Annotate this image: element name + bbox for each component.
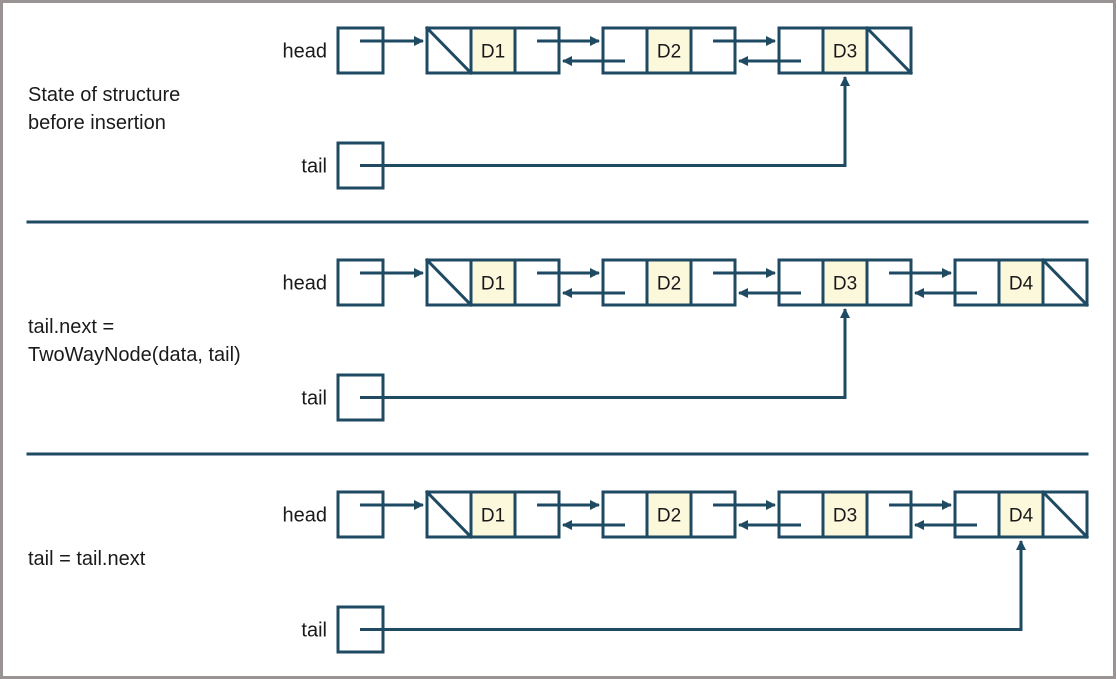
node-prev-cell (777, 258, 825, 307)
node-next-cell (513, 258, 561, 307)
node-prev-cell (601, 490, 649, 539)
head-label: head (283, 505, 328, 527)
node-prev-cell (601, 26, 649, 75)
node-d2: D2 (601, 258, 737, 307)
node-data-cell (645, 258, 693, 307)
node-data-cell (645, 26, 693, 75)
node-data-label: D4 (1009, 506, 1034, 527)
null-next-slash (864, 25, 914, 76)
tail-pointer-arrow (360, 76, 850, 167)
tail-pointer-arrow (360, 540, 1026, 631)
node-next-cell (689, 26, 737, 75)
node-d2: D2 (601, 26, 737, 75)
panel-description-line: before insertion (28, 112, 166, 134)
node-data-label: D3 (833, 274, 857, 295)
panel-description-line: State of structure (28, 84, 180, 106)
tail-pointer-arrow (360, 308, 850, 399)
node-data-label: D2 (657, 274, 681, 295)
node-data-cell (997, 490, 1045, 539)
node-data-label: D2 (657, 506, 681, 527)
panel-description-line: tail.next = (28, 316, 114, 338)
head-pointer-box (336, 490, 385, 539)
node-data-label: D1 (481, 274, 505, 295)
panel-description-line: TwoWayNode(data, tail) (28, 344, 241, 366)
node-prev-cell (777, 26, 825, 75)
node-prev-cell (953, 490, 1001, 539)
tail-label: tail (301, 388, 327, 410)
node-data-cell (469, 26, 517, 75)
null-next-slash (1040, 257, 1090, 308)
tail-label: tail (301, 620, 327, 642)
node-data-label: D2 (657, 42, 681, 63)
node-d4: D4 (953, 489, 1090, 540)
node-d3: D3 (777, 25, 914, 76)
tail-label: tail (301, 156, 327, 178)
node-d2: D2 (601, 490, 737, 539)
null-prev-slash (424, 489, 474, 540)
node-data-label: D1 (481, 42, 505, 63)
null-prev-slash (424, 25, 474, 76)
node-d3: D3 (777, 490, 913, 539)
panel-2: tail.next = TwoWayNode(data, tail) head tai… (28, 257, 1090, 422)
node-d1: D1 (424, 489, 561, 540)
node-prev-cell (777, 490, 825, 539)
node-next-cell (865, 258, 913, 307)
head-label: head (283, 41, 328, 63)
head-label: head (283, 273, 328, 295)
head-pointer-box (336, 258, 385, 307)
head-pointer-box (336, 26, 385, 75)
node-d3: D3 (777, 258, 913, 307)
null-next-slash (1040, 489, 1090, 540)
panel-3: tail = tail.next head tail D1 D2 D3 D4 (28, 489, 1090, 654)
node-next-cell (513, 490, 561, 539)
node-prev-cell (601, 258, 649, 307)
null-prev-slash (424, 257, 474, 308)
node-d1: D1 (424, 257, 561, 308)
node-next-cell (689, 258, 737, 307)
panel-description-line: tail = tail.next (28, 548, 146, 570)
node-data-label: D3 (833, 42, 857, 63)
node-d4: D4 (953, 257, 1090, 308)
node-next-cell (689, 490, 737, 539)
node-data-cell (469, 258, 517, 307)
node-next-cell (865, 490, 913, 539)
node-data-label: D4 (1009, 274, 1034, 295)
node-prev-cell (953, 258, 1001, 307)
node-d1: D1 (424, 25, 561, 76)
node-next-cell (513, 26, 561, 75)
node-data-label: D1 (481, 506, 505, 527)
panel-1: State of structure before insertion head ta… (28, 25, 914, 190)
node-data-cell (821, 26, 869, 75)
node-data-label: D3 (833, 506, 857, 527)
